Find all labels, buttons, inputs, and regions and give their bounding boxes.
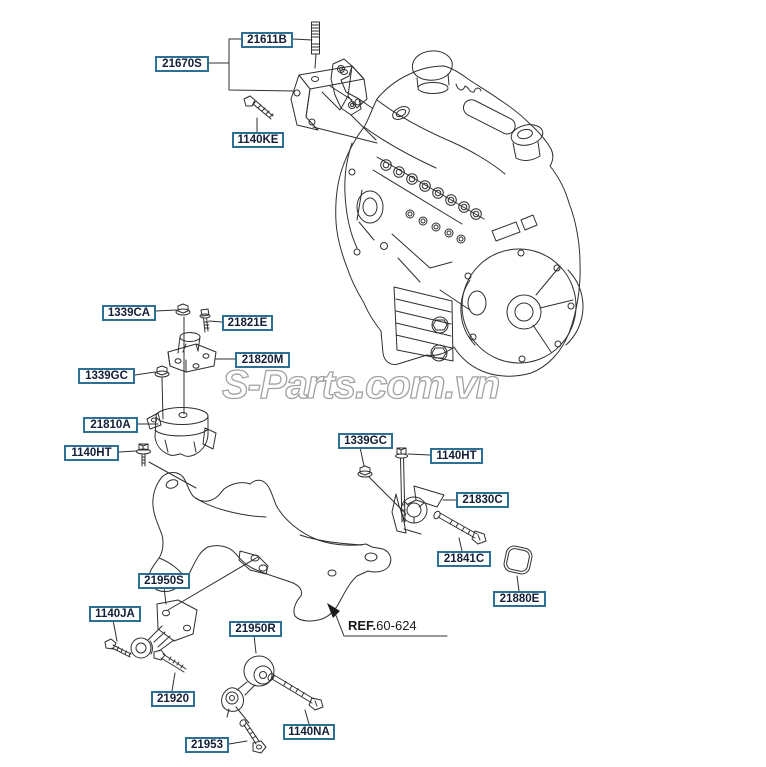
engine-intake-ports bbox=[380, 159, 482, 244]
watermark-text: S-Parts.com.vn bbox=[222, 363, 499, 407]
part-label-1339ca[interactable]: 1339CA bbox=[102, 305, 156, 321]
part-label-21821e[interactable]: 21821E bbox=[222, 315, 273, 331]
mount-21830c-drawing bbox=[391, 485, 445, 535]
bolt-1140ht-right-drawing bbox=[395, 447, 408, 523]
ref-note-prefix: REF. bbox=[348, 618, 377, 633]
part-label-21950s[interactable]: 21950S bbox=[138, 573, 190, 589]
bolt-1140ja-drawing bbox=[104, 638, 132, 658]
bolt-1140ht-left-drawing bbox=[136, 443, 151, 467]
nut-1339gc-right-drawing bbox=[357, 465, 373, 478]
part-label-21830c[interactable]: 21830C bbox=[456, 492, 509, 508]
part-label-21920[interactable]: 21920 bbox=[151, 691, 195, 707]
part-label-1140ja[interactable]: 1140JA bbox=[89, 606, 141, 622]
bolt-21953-drawing bbox=[239, 719, 267, 754]
insulator-21810a-drawing bbox=[146, 407, 217, 457]
bolt-21841c-drawing bbox=[433, 510, 487, 545]
engine-illustration bbox=[330, 50, 584, 377]
leader-lines bbox=[112, 38, 520, 745]
ref-arrow-icon bbox=[327, 603, 448, 637]
part-label-21810a[interactable]: 21810A bbox=[83, 417, 138, 433]
rod-21950r-drawing bbox=[221, 655, 275, 718]
part-label-21950r[interactable]: 21950R bbox=[229, 621, 282, 637]
part-label-1140ht-left[interactable]: 1140HT bbox=[64, 445, 119, 461]
part-label-1140ht-right[interactable]: 1140HT bbox=[430, 448, 483, 464]
part-label-21820m[interactable]: 21820M bbox=[235, 352, 290, 368]
bolt-21821e-drawing bbox=[199, 308, 211, 333]
ref-note: REF.60-624 bbox=[348, 618, 417, 633]
part-label-21880e[interactable]: 21880E bbox=[493, 591, 546, 607]
part-label-21953[interactable]: 21953 bbox=[185, 737, 229, 753]
part-label-1339gc-right[interactable]: 1339GC bbox=[338, 433, 393, 449]
gasket-21880e-drawing bbox=[503, 545, 533, 575]
bolt-21920-drawing bbox=[153, 649, 187, 673]
nut-1339ca-drawing bbox=[175, 303, 191, 316]
engine-oil-cooler bbox=[393, 286, 454, 362]
part-label-1339gc-left[interactable]: 1339GC bbox=[78, 368, 135, 384]
stud-21611b-drawing bbox=[311, 21, 320, 55]
nut-1339gc-left-drawing bbox=[154, 365, 170, 378]
mount-21950s-drawing bbox=[130, 599, 198, 659]
part-label-21841c[interactable]: 21841C bbox=[437, 551, 491, 567]
ref-note-number: 60-624 bbox=[376, 618, 417, 633]
engine-bell-housing bbox=[460, 214, 584, 364]
part-label-1140ke[interactable]: 1140KE bbox=[232, 132, 284, 148]
part-label-21611b[interactable]: 21611B bbox=[241, 32, 293, 48]
part-label-1140na[interactable]: 1140NA bbox=[283, 724, 335, 740]
bolt-1140na-drawing bbox=[267, 672, 324, 711]
engine-mount-boss bbox=[330, 58, 377, 141]
part-label-21670s[interactable]: 21670S bbox=[155, 56, 209, 72]
bracket-21820m-drawing bbox=[167, 332, 217, 373]
bolt-1140ke-drawing bbox=[243, 95, 274, 120]
subframe-illustration bbox=[148, 472, 392, 622]
bracket-21670s-drawing bbox=[290, 65, 368, 131]
